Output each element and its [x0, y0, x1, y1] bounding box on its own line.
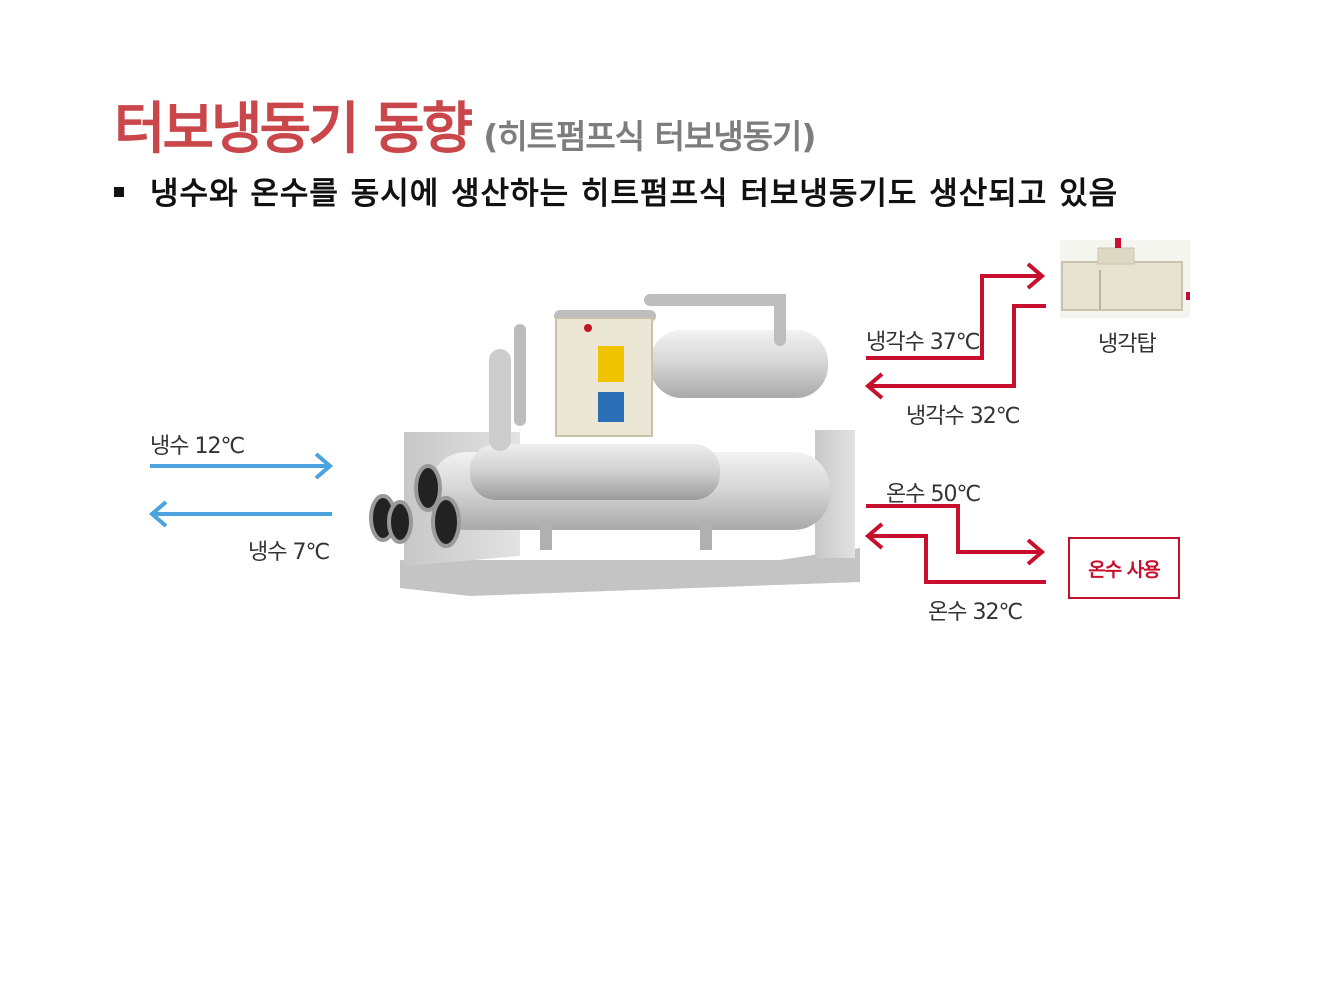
tower-fan-housing — [1097, 247, 1135, 265]
label-cooling-out: 냉각수 37℃ — [866, 330, 980, 355]
nozzle — [387, 500, 413, 544]
panel-display — [598, 392, 624, 422]
title-main: 터보냉동기 동향 — [114, 97, 473, 162]
turbo-chiller-illustration — [369, 294, 860, 596]
square-bullet-icon — [114, 186, 124, 197]
piping — [514, 294, 786, 426]
arrow-head — [314, 452, 334, 480]
hot-out-line — [866, 504, 1040, 554]
nozzle — [414, 464, 442, 512]
bullet-item: 냉수와 온수를 동시에 생산하는 히트펌프식 터보냉동기도 생산되고 있음 — [114, 168, 1118, 213]
bullet-text: 냉수와 온수를 동시에 생산하는 히트펌프식 터보냉동기도 생산되고 있음 — [150, 176, 1119, 212]
nozzle — [431, 496, 461, 548]
arrow-head — [864, 522, 884, 550]
chiller-leg — [700, 520, 712, 550]
label-chilled-out: 냉수 7℃ — [248, 540, 330, 565]
cooling-tower-illustration — [1060, 238, 1190, 318]
hot-water-lines — [864, 504, 1046, 584]
arrow-head — [148, 500, 168, 528]
label-hot-in: 온수 32℃ — [928, 600, 1023, 625]
chiller-base — [400, 548, 860, 596]
label-hot-out: 온수 50℃ — [886, 482, 981, 507]
arrow-head — [1026, 538, 1046, 566]
title-sub: (히트펌프식 터보냉동기) — [483, 117, 816, 156]
label-cooling-in: 냉각수 32℃ — [906, 404, 1020, 429]
label-cooling-tower: 냉각탑 — [1098, 332, 1157, 357]
arrow-head — [864, 372, 884, 400]
tower-red-marker — [1115, 238, 1121, 248]
condenser-shell — [470, 444, 720, 500]
hot-in-line — [870, 534, 1046, 584]
page-title: 터보냉동기 동향 (히트펌프식 터보냉동기) — [114, 84, 817, 165]
chiller-leg — [540, 520, 552, 550]
cooling-in-line — [870, 304, 1046, 388]
upper-vessel — [650, 330, 828, 398]
panel-warning-label — [598, 346, 624, 382]
chilled-water-arrows — [148, 452, 334, 528]
arrow-head — [1026, 262, 1046, 290]
panel-lamp — [584, 324, 592, 332]
label-chilled-in: 냉수 12℃ — [150, 434, 245, 459]
cooling-water-lines — [864, 262, 1046, 400]
hot-water-use-box: 온수 사용 — [1068, 537, 1180, 599]
tower-body — [1061, 261, 1183, 311]
tower-red-marker — [1186, 292, 1190, 300]
cooling-out-line — [866, 274, 1040, 360]
